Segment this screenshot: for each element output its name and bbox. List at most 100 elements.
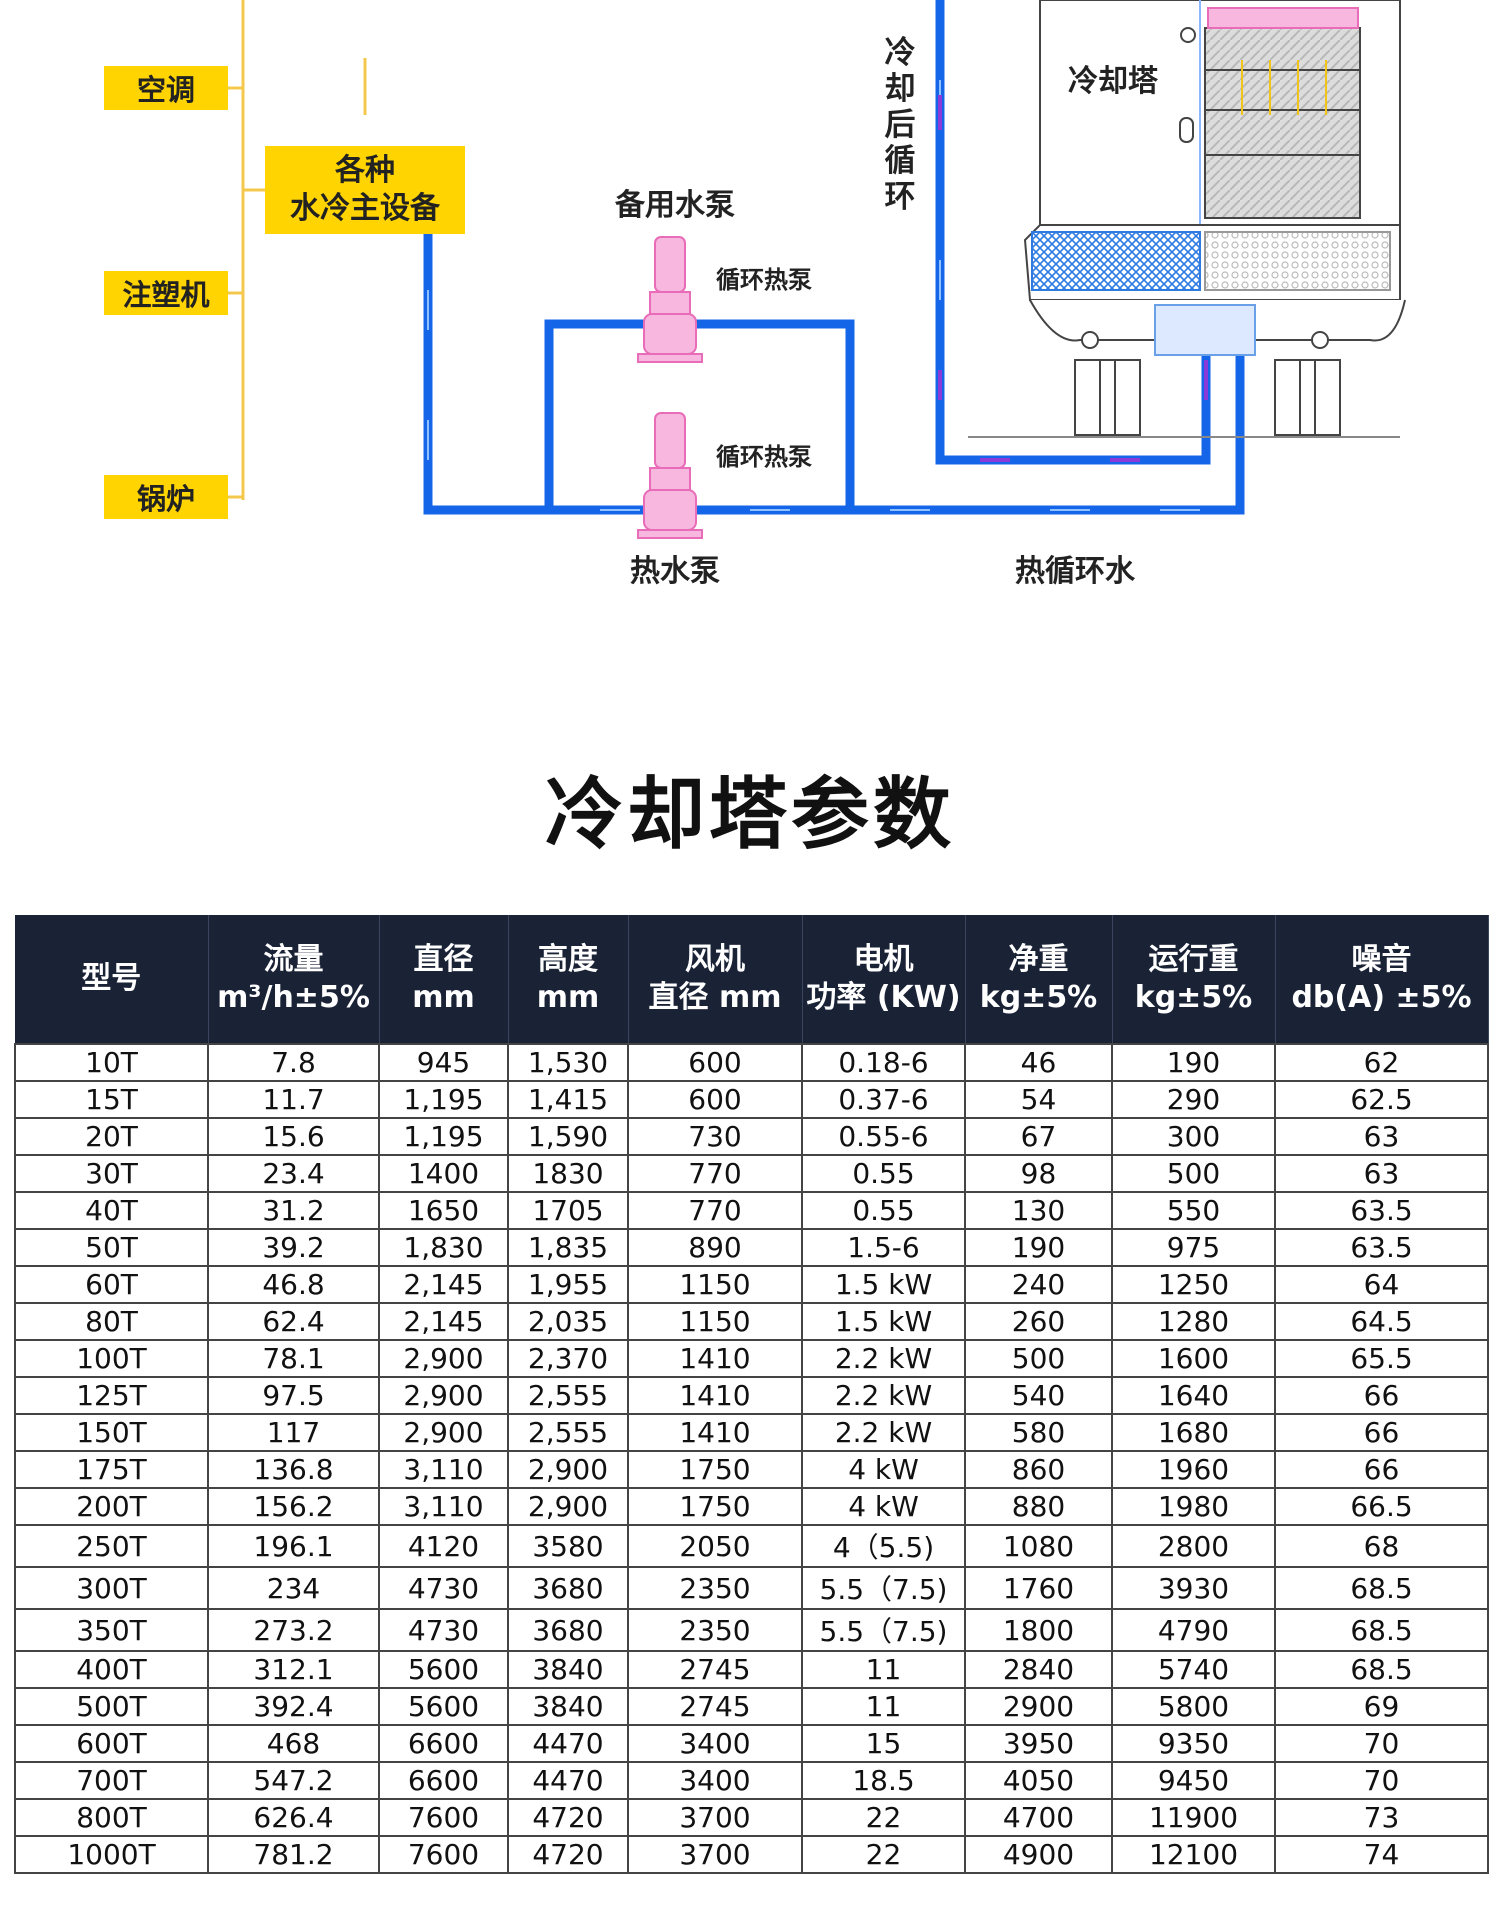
table-cell: 860 <box>964 1450 1113 1489</box>
table-cell: 2.2 kW <box>801 1339 966 1378</box>
table-cell: 46.8 <box>207 1265 380 1304</box>
flow-marks-purple <box>938 95 1208 462</box>
table-cell: 63 <box>1274 1154 1489 1193</box>
table-cell: 2,900 <box>378 1339 509 1378</box>
table-cell: 1,830 <box>378 1228 509 1267</box>
table-cell: 880 <box>964 1487 1113 1526</box>
left-bracket <box>228 0 367 500</box>
table-cell: 4730 <box>378 1566 509 1610</box>
cooling-tower <box>968 0 1406 438</box>
header-line1: 噪音 <box>1351 942 1412 977</box>
table-cell: 4900 <box>964 1835 1113 1874</box>
table-cell: 2,900 <box>507 1450 629 1489</box>
table-cell: 626.4 <box>207 1798 380 1837</box>
table-cell: 3,110 <box>378 1487 509 1526</box>
header-line2: kg±5% <box>1134 980 1253 1015</box>
table-cell: 70 <box>1274 1724 1489 1763</box>
table-cell: 100T <box>14 1339 209 1378</box>
table-cell: 7600 <box>378 1798 509 1837</box>
hot-water-pump <box>637 412 703 539</box>
table-cell: 975 <box>1111 1228 1276 1267</box>
table-cell: 2840 <box>964 1650 1113 1689</box>
table-cell: 3700 <box>627 1798 803 1837</box>
header-line2: 功率 (KW) <box>806 980 961 1015</box>
table-cell: 97.5 <box>207 1376 380 1415</box>
table-cell: 1,955 <box>507 1265 629 1304</box>
table-cell: 9450 <box>1111 1761 1276 1800</box>
table-cell: 4 kW <box>801 1487 966 1526</box>
left-item-boiler: 锅炉 <box>104 475 228 519</box>
table-cell: 5600 <box>378 1650 509 1689</box>
table-cell: 4700 <box>964 1798 1113 1837</box>
table-cell: 290 <box>1111 1080 1276 1119</box>
table-cell: 2,900 <box>507 1487 629 1526</box>
table-cell: 1680 <box>1111 1413 1276 1452</box>
table-cell: 0.55 <box>801 1154 966 1193</box>
table-cell: 74 <box>1274 1835 1489 1874</box>
backup-pump <box>637 236 703 363</box>
header-line2: mm <box>412 980 475 1015</box>
table-cell: 800T <box>14 1798 209 1837</box>
table-cell: 1760 <box>964 1566 1113 1610</box>
table-cell: 1,195 <box>378 1080 509 1119</box>
table-cell: 2745 <box>627 1687 803 1726</box>
table-cell: 5740 <box>1111 1650 1276 1689</box>
table-cell: 0.55 <box>801 1191 966 1230</box>
table-cell: 39.2 <box>207 1228 380 1267</box>
table-cell: 1980 <box>1111 1487 1276 1526</box>
table-cell: 1150 <box>627 1265 803 1304</box>
table-cell: 1,195 <box>378 1117 509 1156</box>
table-cell: 125T <box>14 1376 209 1415</box>
table-cell: 1080 <box>964 1524 1113 1568</box>
main-equipment-line1: 各种 <box>335 153 395 188</box>
table-cell: 300T <box>14 1566 209 1610</box>
table-cell: 3680 <box>507 1566 629 1610</box>
diagram-lines <box>228 0 1406 539</box>
table-cell: 4120 <box>378 1524 509 1568</box>
table-cell: 4720 <box>507 1835 629 1874</box>
table-cell: 1400 <box>378 1154 509 1193</box>
table-cell: 3400 <box>627 1724 803 1763</box>
table-cell: 5600 <box>378 1687 509 1726</box>
header-line2: m³/h±5% <box>217 980 370 1015</box>
table-cell: 63 <box>1274 1117 1489 1156</box>
main-equipment-box: 各种 水冷主设备 <box>265 146 465 234</box>
table-cell: 1,590 <box>507 1117 629 1156</box>
table-cell: 580 <box>964 1413 1113 1452</box>
header-line1: 型号 <box>81 961 142 996</box>
table-cell: 60T <box>14 1265 209 1304</box>
table-cell: 62.5 <box>1274 1080 1489 1119</box>
table-cell: 130 <box>964 1191 1113 1230</box>
table-cell: 15.6 <box>207 1117 380 1156</box>
table-cell: 54 <box>964 1080 1113 1119</box>
table-cell: 11.7 <box>207 1080 380 1119</box>
cooling-tower-label: 冷却塔 <box>1068 64 1158 99</box>
table-cell: 64.5 <box>1274 1302 1489 1341</box>
table-cell: 2,370 <box>507 1339 629 1378</box>
table-cell: 273.2 <box>207 1608 380 1652</box>
table-cell: 4730 <box>378 1608 509 1652</box>
table-cell: 890 <box>627 1228 803 1267</box>
table-cell: 400T <box>14 1650 209 1689</box>
table-cell: 68 <box>1274 1524 1489 1568</box>
table-cell: 66.5 <box>1274 1487 1489 1526</box>
table-cell: 2900 <box>964 1687 1113 1726</box>
table-cell: 1705 <box>507 1191 629 1230</box>
table-cell: 117 <box>207 1413 380 1452</box>
table-cell: 392.4 <box>207 1687 380 1726</box>
